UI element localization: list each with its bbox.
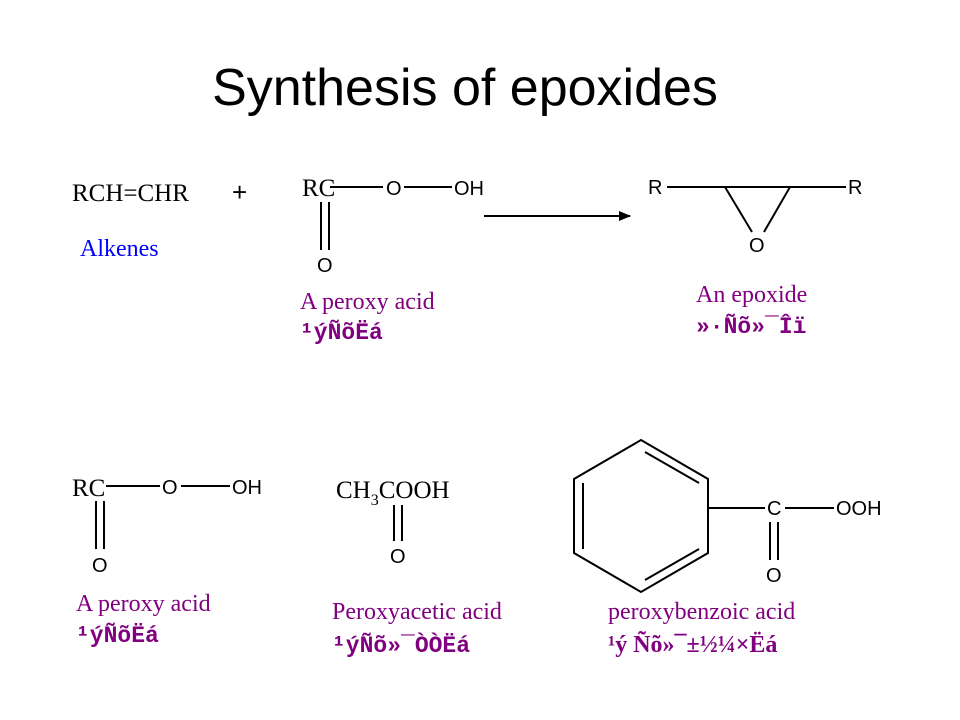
acetic-subscript: 3 [371, 492, 379, 509]
epoxide-o: O [749, 235, 765, 257]
peroxy-carbonyl-o: O [317, 255, 333, 277]
plus-sign: + [232, 177, 247, 207]
acetic-formula: CH3COOH [336, 477, 450, 509]
alkene-label: Alkenes [80, 236, 159, 262]
benzoic-carbonyl-o: O [766, 565, 782, 587]
generic-rc: RC [72, 475, 105, 502]
peroxy-label: A peroxy acid [300, 289, 435, 315]
generic-o: O [162, 477, 178, 499]
generic-label-cn: ¹ýÑõËá [76, 622, 159, 649]
bond-ring-left [724, 186, 753, 233]
acetic-cooh: COOH [379, 477, 450, 504]
benzoic-label: peroxybenzoic acid [608, 599, 795, 625]
peroxy-label-cn: ¹ýÑõËá [300, 319, 383, 346]
slide-title: Synthesis of epoxides [212, 59, 718, 117]
acetic-ch: CH [336, 477, 371, 504]
acetic-label-cn: ¹ýÑõ»¯ÒÒËá [332, 631, 470, 659]
benzoic-ooh: OOH [836, 498, 882, 520]
epoxide-label: An epoxide [696, 282, 807, 308]
acetic-carbonyl-o: O [390, 546, 406, 568]
generic-oh: OH [232, 477, 262, 499]
epoxide-label-cn: »·Ñõ»¯Îï [696, 313, 806, 340]
acetic-label: Peroxyacetic acid [332, 599, 502, 625]
generic-label: A peroxy acid [76, 591, 211, 617]
generic-carbonyl-o: O [92, 555, 108, 577]
bond-ring-right [763, 186, 791, 233]
benzoic-label-cn: ¹ý Ñõ»¯±½¼×Ëá [608, 632, 777, 658]
peroxy-rc: RC [302, 175, 335, 202]
epoxide-r-right: R [848, 177, 862, 199]
alkene-formula: RCH=CHR [72, 180, 189, 207]
benzoic-c: C [767, 498, 781, 520]
peroxy-o: O [386, 178, 402, 200]
benzene-ring [573, 438, 709, 594]
epoxide-r-left: R [648, 177, 662, 199]
peroxy-oh: OH [454, 178, 484, 200]
